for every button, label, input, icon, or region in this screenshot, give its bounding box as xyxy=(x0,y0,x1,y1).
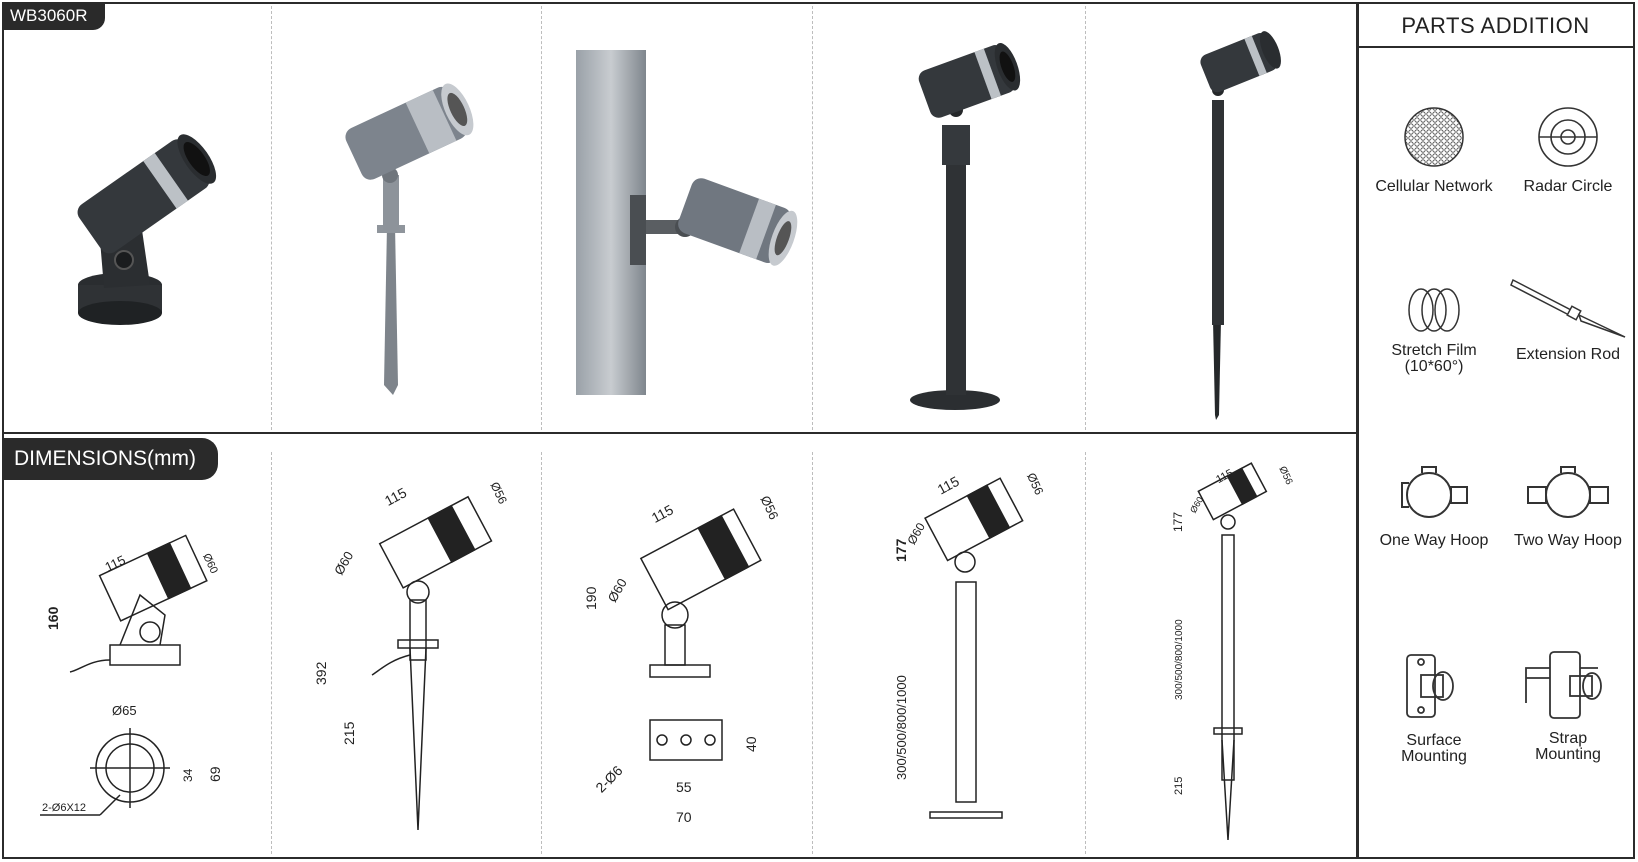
part-label-sub: Mounting xyxy=(1535,746,1601,763)
dim-height-1: 160 xyxy=(45,606,61,630)
part-label-sub: (10*60°) xyxy=(1404,358,1464,375)
dim-dia-back-2: Ø60 xyxy=(331,549,356,578)
product-image-bollard-spike xyxy=(1200,31,1281,420)
dim-pole-4: 300/500/800/1000 xyxy=(894,675,909,780)
product-image-pole-mount xyxy=(576,50,798,395)
part-label: Radar Circle xyxy=(1523,178,1613,195)
part-surface-mounting: Surface Mounting xyxy=(1364,650,1504,765)
part-one-way-hoop: One Way Hoop xyxy=(1364,465,1504,549)
dim-head-4: 177 xyxy=(893,538,909,562)
dim-spike-2: 215 xyxy=(341,721,357,745)
parts-panel-title: PARTS ADDITION xyxy=(1356,2,1635,48)
dim-total-2: 392 xyxy=(313,661,329,685)
part-label: Cellular Network xyxy=(1375,178,1493,195)
honeycomb-icon xyxy=(1404,107,1464,167)
dim-dia-back-3: Ø60 xyxy=(605,576,630,605)
part-label-sub: Mounting xyxy=(1401,748,1467,765)
part-label: Strap xyxy=(1548,730,1588,747)
part-label: Surface xyxy=(1406,732,1462,749)
column-divider xyxy=(271,6,272,430)
dimension-drawing-spike: 115 Ø56 Ø60 392 215 xyxy=(313,480,510,831)
dim-base-h-1: 69 xyxy=(207,766,223,782)
dimension-drawing-bollard-base: 115 Ø56 Ø60 177 300/500/800/1000 xyxy=(893,471,1046,819)
dimension-drawing-bollard-spike: 115 Ø56 Ø60 177 300/500/800/1000 215 xyxy=(1171,462,1295,841)
one-way-hoop-icon xyxy=(1401,466,1468,518)
section-divider xyxy=(2,432,1358,434)
column-divider xyxy=(1085,452,1086,854)
part-extension-rod: Extension Rod xyxy=(1498,275,1638,363)
dim-w1-3: 55 xyxy=(676,779,692,795)
product-image-spike-spot xyxy=(345,83,474,395)
dim-base-w-1: 34 xyxy=(181,768,195,782)
dim-dia-front-4: Ø56 xyxy=(1024,471,1046,498)
part-label: Stretch Film xyxy=(1391,342,1477,359)
column-divider xyxy=(271,452,272,854)
part-stretch-film: Stretch Film (10*60°) xyxy=(1364,285,1504,375)
dimension-drawing-pole-mount: 115 Ø56 Ø60 190 2-Ø6 40 55 70 xyxy=(583,493,782,825)
dim-dia-front-3: Ø56 xyxy=(758,493,782,522)
column-divider xyxy=(1085,6,1086,430)
part-label: One Way Hoop xyxy=(1379,532,1489,549)
dim-h-3: 40 xyxy=(743,736,759,752)
dimensions-tag: DIMENSIONS(mm) xyxy=(2,438,218,480)
dim-holes-3: 2-Ø6 xyxy=(592,762,625,795)
dim-dia-front-5: Ø56 xyxy=(1276,465,1294,487)
dim-pole-5: 300/500/800/1000 xyxy=(1174,619,1185,700)
two-way-hoop-icon xyxy=(1527,466,1609,518)
part-cellular-network: Cellular Network xyxy=(1364,105,1504,195)
column-divider xyxy=(812,6,813,430)
dim-base-dia-1: Ø65 xyxy=(112,703,137,718)
dim-w2-3: 70 xyxy=(676,809,692,825)
dim-length-1: 115 xyxy=(103,552,128,574)
column-divider xyxy=(541,6,542,430)
surface-mounting-icon xyxy=(1406,654,1454,718)
product-image-surface-spot xyxy=(77,134,217,325)
part-label: Two Way Hoop xyxy=(1514,532,1622,549)
dim-holes-1: 2-Ø6X12 xyxy=(42,802,86,814)
column-divider xyxy=(541,452,542,854)
extension-rod-icon xyxy=(1510,278,1626,338)
dim-length-3: 115 xyxy=(649,501,676,526)
strap-mounting-icon xyxy=(1525,651,1602,719)
dim-spike-5: 215 xyxy=(1173,777,1185,795)
part-strap-mounting: Strap Mounting xyxy=(1498,648,1638,763)
dim-height-3: 190 xyxy=(583,586,599,610)
stretch-film-icon xyxy=(1408,288,1460,332)
dim-length-4: 115 xyxy=(935,473,962,498)
dimension-drawing-surface: 115 Ø60 160 Ø65 34 69 2-Ø6X12 xyxy=(40,534,223,816)
product-image-bollard-base xyxy=(910,42,1021,410)
dim-length-2: 115 xyxy=(382,484,409,509)
part-two-way-hoop: Two Way Hoop xyxy=(1498,465,1638,549)
dim-dia-front-2: Ø56 xyxy=(488,480,510,506)
part-label: Extension Rod xyxy=(1515,346,1621,363)
part-radar-circle: Radar Circle xyxy=(1498,105,1638,195)
dim-head-5: 177 xyxy=(1171,512,1185,532)
column-divider xyxy=(812,452,813,854)
model-tag: WB3060R xyxy=(2,2,106,30)
radar-circle-icon xyxy=(1538,107,1598,167)
